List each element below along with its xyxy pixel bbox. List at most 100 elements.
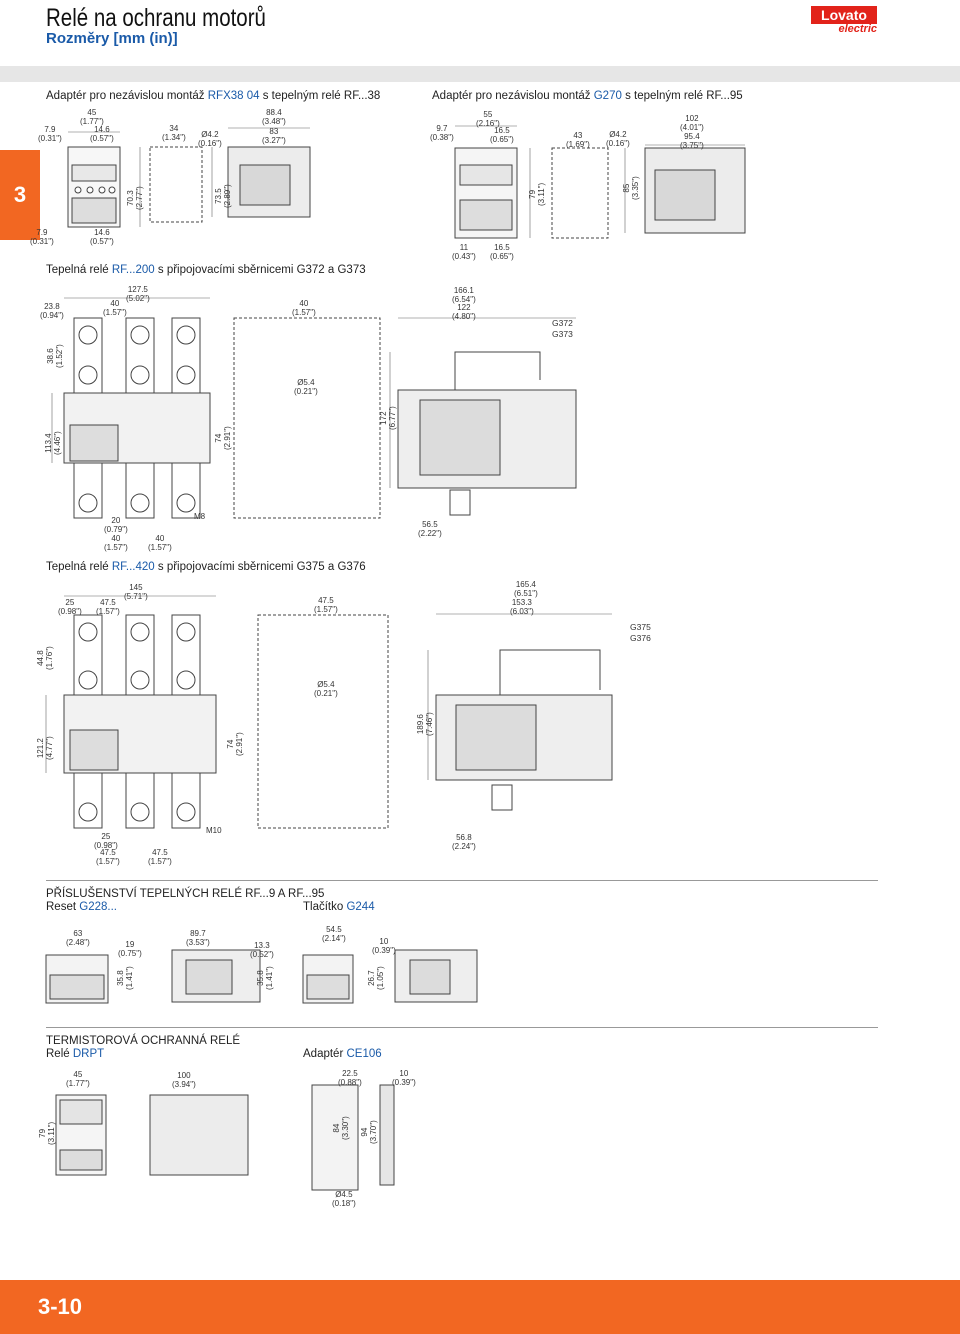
dim-label: 25(0.98"): [94, 832, 118, 850]
section-divider: [46, 1027, 878, 1028]
busbar-code-g375: G375: [630, 622, 651, 632]
dim-label: 145(5.71"): [124, 583, 148, 601]
heading-code: G228...: [79, 901, 117, 913]
dim-label: 20(0.79"): [104, 516, 128, 534]
dim-label: 54.5(2.14"): [322, 925, 346, 943]
dim-label: 45(1.77"): [66, 1070, 90, 1088]
dim-label: 56.5(2.22"): [418, 520, 442, 538]
dim-label: 40(1.57"): [292, 299, 316, 317]
page-number: 3-10: [37, 1294, 83, 1319]
footer-bar: [0, 1280, 960, 1334]
dim-label: 10(0.39"): [392, 1069, 416, 1087]
heading-text: s připojovacími sběrnicemi G375 a G376: [154, 561, 366, 573]
dim-label: 35.8(1.41"): [256, 966, 274, 990]
heading-text: Reset: [46, 901, 80, 913]
heading-accessories: PŘÍSLUŠENSTVÍ TEPELNÝCH RELÉ RF...9 A RF…: [46, 888, 325, 900]
header-divider-bar: [0, 66, 960, 82]
dim-label: 165.4(6.51"): [514, 580, 538, 598]
dim-label: 63(2.48"): [66, 929, 90, 947]
dim-label: 113.4(4.46"): [44, 431, 62, 455]
dim-label: Ø5.4(0.21"): [314, 680, 338, 698]
dim-label: Ø4.2(0.16"): [198, 130, 222, 148]
heading-button: Tlačítko G244: [303, 901, 375, 914]
dim-label: 25(0.98"): [58, 598, 82, 616]
dim-label: 11(0.43"): [452, 243, 476, 261]
heading-code: G244: [346, 901, 375, 913]
dim-label: 14.6(0.57"): [90, 228, 114, 246]
dim-label: 13.3(0.52"): [250, 941, 274, 959]
dim-label: 102(4.01"): [680, 114, 704, 132]
heading-reset: Reset G228...: [46, 901, 117, 914]
heading-text: Adaptér pro nezávislou montáž: [432, 90, 594, 102]
dim-label: 94(3.70"): [360, 1120, 378, 1144]
section-tab: 3: [0, 150, 40, 240]
dim-label: 26.7(1.05"): [367, 966, 385, 990]
dim-label: 88.4(3.48"): [262, 108, 286, 126]
dim-label: 34(1.34"): [162, 124, 186, 142]
heading-rf420: Tepelná relé RF...420 s připojovacími sb…: [46, 561, 366, 573]
dim-label: 84(3.30"): [332, 1116, 350, 1140]
dim-label: Ø4.2(0.16"): [606, 130, 630, 148]
dim-label: M10: [206, 826, 222, 835]
heading-g270-adapter: Adaptér pro nezávislou montáž G270 s tep…: [432, 90, 743, 102]
page-subtitle: Rozměry [mm (in)]: [46, 30, 178, 47]
busbar-code-g373: G373: [552, 329, 573, 339]
dim-label: M8: [194, 512, 206, 521]
dim-label: 16.5(0.65"): [490, 126, 514, 144]
dim-label: 122(4.80"): [452, 303, 476, 321]
dim-label: 7.9(0.31"): [30, 228, 54, 246]
heading-text: s připojovacími sběrnicemi G372 a G373: [154, 264, 366, 276]
heading-text: s tepelným relé RF...95: [621, 90, 743, 102]
dim-label: 100(3.94"): [172, 1071, 196, 1089]
dim-label: 47.5(1.57"): [314, 596, 338, 614]
dim-label: 55(2.16"): [476, 110, 500, 128]
dim-label: 47.5(1.57"): [96, 598, 120, 616]
dim-label: 79(3.11"): [38, 1121, 56, 1145]
dim-label: 74(2.91"): [226, 732, 244, 756]
heading-code: RF...200: [111, 264, 155, 276]
heading-code: DRPT: [72, 1048, 105, 1060]
heading-thermistor: TERMISTOROVÁ OCHRANNÁ RELÉ: [46, 1035, 241, 1047]
dim-label: 95.4(3.75"): [680, 132, 704, 150]
dim-label: 153.3(6.03"): [510, 598, 534, 616]
heading-code: RFX38 04: [207, 90, 260, 102]
busbar-code-g372: G372: [552, 318, 573, 328]
dim-label: 166.1(6.54"): [452, 286, 476, 304]
heading-rf200: Tepelná relé RF...200 s připojovacími sb…: [46, 264, 366, 276]
logo-subtext: electric: [838, 23, 877, 35]
dim-label: 79(3.11"): [528, 182, 546, 206]
heading-code: RF...420: [111, 561, 155, 573]
dim-label: 189.6(7.46"): [416, 712, 434, 736]
heading-text: Tlačítko: [303, 901, 347, 913]
section-divider: [46, 880, 878, 881]
dim-label: 22.5(0.88"): [338, 1069, 362, 1087]
heading-text: Tepelná relé: [46, 561, 112, 573]
dim-label: 40(1.57"): [104, 534, 128, 552]
dim-label: 47.5(1.57"): [96, 848, 120, 866]
dim-label: 70.3(2.77"): [126, 186, 144, 210]
dim-label: 19(0.75"): [118, 940, 142, 958]
dim-label: 35.8(1.41"): [116, 966, 134, 990]
heading-code: CE106: [346, 1048, 382, 1060]
heading-text: s tepelným relé RF...38: [259, 90, 381, 102]
dim-label: 7.9(0.31"): [38, 125, 62, 143]
heading-rfx38-adapter: Adaptér pro nezávislou montáž RFX38 04 s…: [46, 90, 380, 102]
dim-label: 73.5(2.89"): [214, 184, 232, 208]
dim-label: 89.7(3.53"): [186, 929, 210, 947]
dim-label: 172(6.77"): [379, 406, 397, 430]
heading-text: Adaptér: [303, 1048, 347, 1060]
dim-label: 40(1.57"): [103, 299, 127, 317]
dim-label: 44.8(1.76"): [36, 646, 54, 670]
dim-label: 45(1.77"): [80, 108, 104, 126]
dim-label: 10(0.39"): [372, 937, 396, 955]
dim-label: 40(1.57"): [148, 534, 172, 552]
dim-label: 43(1.69"): [566, 131, 590, 149]
dim-label: 14.6(0.57"): [90, 125, 114, 143]
page-title: Relé na ochranu motorů: [46, 4, 266, 32]
brand-logo: Lovato electric: [811, 6, 877, 36]
